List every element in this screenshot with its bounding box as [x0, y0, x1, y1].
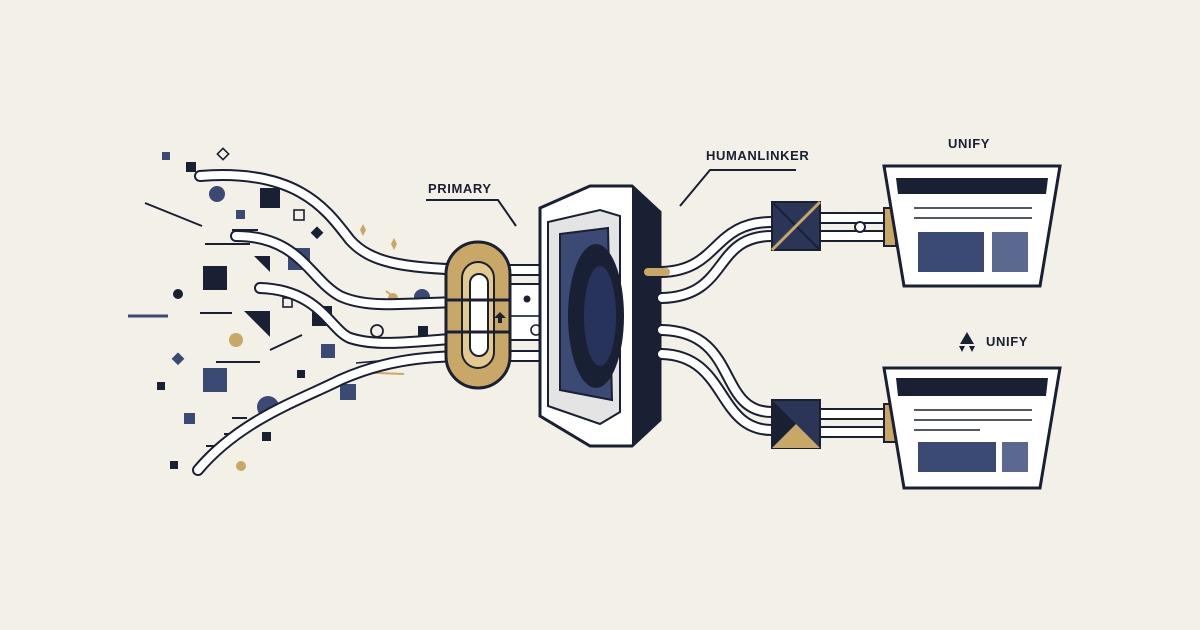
outgoing-data-streams: [644, 212, 890, 438]
primary-label: PRIMARY: [428, 181, 492, 196]
primary-connector: [444, 240, 512, 390]
junction-valve-top: [770, 200, 822, 252]
unify-label-top: UNIFY: [948, 136, 990, 151]
unify-logo-icon: [959, 332, 975, 352]
unify-label-bottom: UNIFY: [986, 334, 1028, 349]
humanlinker-hub: [538, 184, 662, 448]
unify-window-bottom: [882, 366, 1062, 490]
label-leader-lines: [426, 169, 796, 227]
arrow-up-icon: [494, 312, 506, 318]
junction-valve-bottom: [771, 399, 821, 449]
unify-window-top: [882, 164, 1062, 288]
incoming-data-streams: [192, 169, 476, 476]
humanlinker-label: HUMANLINKER: [706, 148, 810, 163]
